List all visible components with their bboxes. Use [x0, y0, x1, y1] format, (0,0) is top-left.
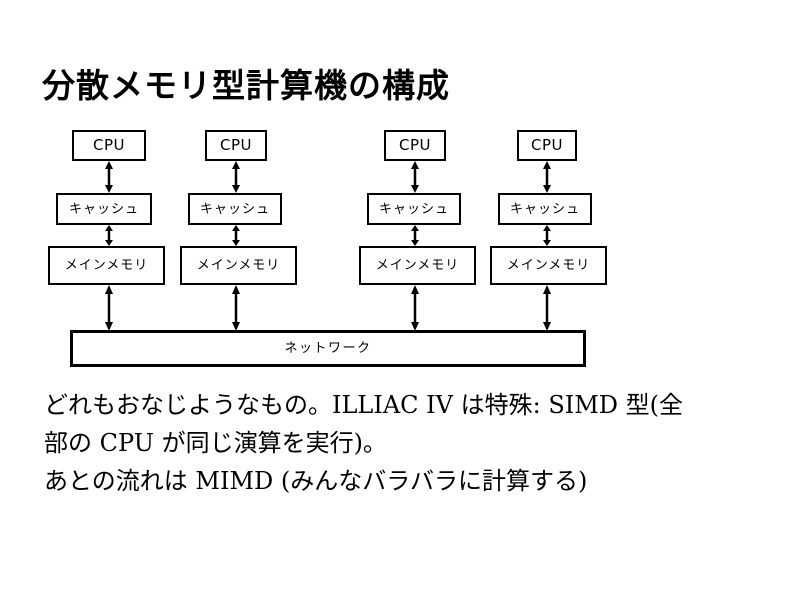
body-line-2: 部の CPU が同じ演算を実行)。 — [44, 429, 387, 457]
cache-box-3: キャッシュ — [367, 193, 461, 225]
arrow-cpu-cache-3 — [408, 161, 422, 193]
cpu-box-3: CPU — [384, 130, 446, 161]
architecture-diagram: CPU キャッシュ メインメモリ CPU — [48, 130, 607, 367]
memory-box-1: メインメモリ — [48, 246, 165, 285]
arrow-memory-network-1 — [102, 285, 116, 331]
arrow-cache-memory-1 — [102, 225, 116, 246]
arrow-cache-memory-3 — [408, 225, 422, 246]
arrow-memory-network-3 — [408, 285, 422, 331]
page-title: 分散メモリ型計算機の構成 — [42, 66, 450, 105]
arrow-cpu-cache-2 — [229, 161, 243, 193]
cpu-box-2: CPU — [205, 130, 267, 161]
cache-box-4: キャッシュ — [498, 193, 592, 225]
arrow-memory-network-2 — [229, 285, 243, 331]
network-box: ネットワーク — [70, 330, 586, 367]
body-line-1: どれもおなじようなもの。ILLIAC IV は特殊: SIMD 型(全 — [44, 391, 684, 419]
arrow-cpu-cache-1 — [102, 161, 116, 193]
arrow-cache-memory-2 — [229, 225, 243, 246]
memory-box-3: メインメモリ — [359, 246, 476, 285]
memory-box-2: メインメモリ — [180, 246, 297, 285]
cpu-box-4: CPU — [517, 130, 577, 161]
body-paragraph: どれもおなじようなもの。ILLIAC IV は特殊: SIMD 型(全 部の C… — [44, 386, 758, 500]
cache-box-2: キャッシュ — [188, 193, 282, 225]
memory-box-4: メインメモリ — [490, 246, 607, 285]
arrow-cpu-cache-4 — [540, 161, 554, 193]
cpu-box-1: CPU — [72, 130, 146, 161]
arrow-cache-memory-4 — [540, 225, 554, 246]
cache-box-1: キャッシュ — [56, 193, 152, 225]
body-line-3: あとの流れは MIMD (みんなバラバラに計算する) — [44, 467, 588, 495]
arrow-memory-network-4 — [540, 285, 554, 331]
